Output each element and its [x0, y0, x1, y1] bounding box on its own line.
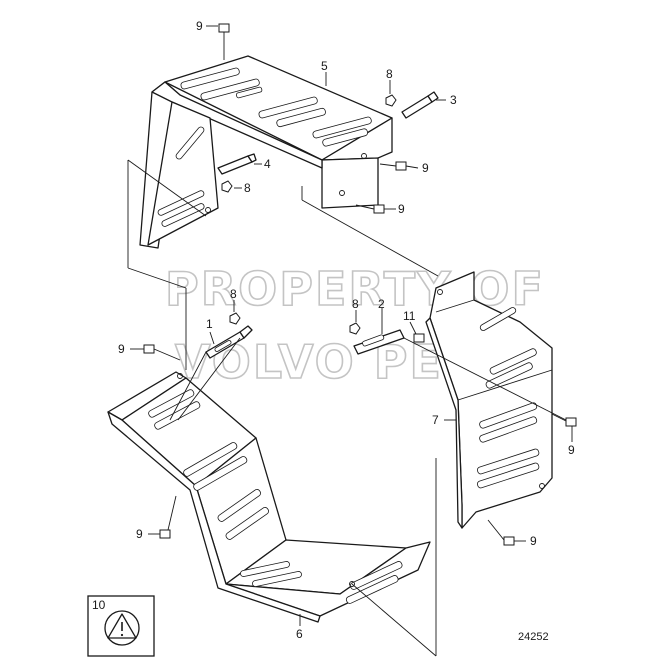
bracket-part-3 [401, 91, 439, 119]
bracket-part-4 [217, 153, 257, 175]
callout-8-left: 8 [244, 181, 251, 195]
figure-number: 24252 [518, 631, 549, 643]
callout-9-left: 9 [118, 342, 125, 356]
warning-triangle-icon [104, 610, 140, 646]
callout-8-bracket-1: 8 [230, 287, 237, 301]
callout-3: 3 [450, 93, 457, 107]
screw-right-side [551, 413, 577, 427]
lower-cover-part-6 [107, 371, 431, 623]
bracket-part-1 [205, 325, 253, 359]
nut-left [221, 180, 233, 193]
callout-9-right-2: 9 [398, 202, 405, 216]
callout-2: 2 [378, 297, 385, 311]
callout-1: 1 [206, 317, 213, 331]
callout-leaders [130, 25, 573, 626]
callout-9-lower-right: 9 [530, 534, 537, 548]
callout-7: 7 [432, 413, 439, 427]
screw-cover-right-2 [355, 204, 385, 214]
callout-9-top: 9 [196, 19, 203, 33]
cover-slots [157, 67, 372, 227]
screw-11 [413, 333, 425, 343]
callout-9-side: 9 [568, 443, 575, 457]
fasteners [143, 23, 577, 546]
callout-6: 6 [296, 627, 303, 641]
top-cover-part-5 [139, 55, 393, 249]
nut-bracket-2 [349, 322, 361, 335]
callout-9-lower-left: 9 [136, 527, 143, 541]
warning-box: 10 [87, 595, 155, 657]
callout-11: 11 [403, 309, 416, 323]
callout-9-right-1: 9 [422, 161, 429, 175]
screw-cover-right-1 [379, 161, 407, 171]
screw-lower-left [159, 495, 177, 539]
assembly-lines [127, 159, 567, 657]
screw-top [218, 23, 230, 60]
callout-5: 5 [321, 59, 328, 73]
callout-8-top: 8 [386, 67, 393, 81]
callout-10: 10 [92, 598, 106, 612]
nut-bracket-1 [229, 312, 241, 325]
callout-labels: 9 5 8 3 4 8 9 9 8 1 8 2 11 9 7 9 9 9 6 [118, 19, 575, 641]
callout-8-bracket-2: 8 [352, 297, 359, 311]
nut-top-right [385, 94, 397, 107]
screw-right-lower [487, 519, 515, 546]
callout-4: 4 [264, 157, 271, 171]
